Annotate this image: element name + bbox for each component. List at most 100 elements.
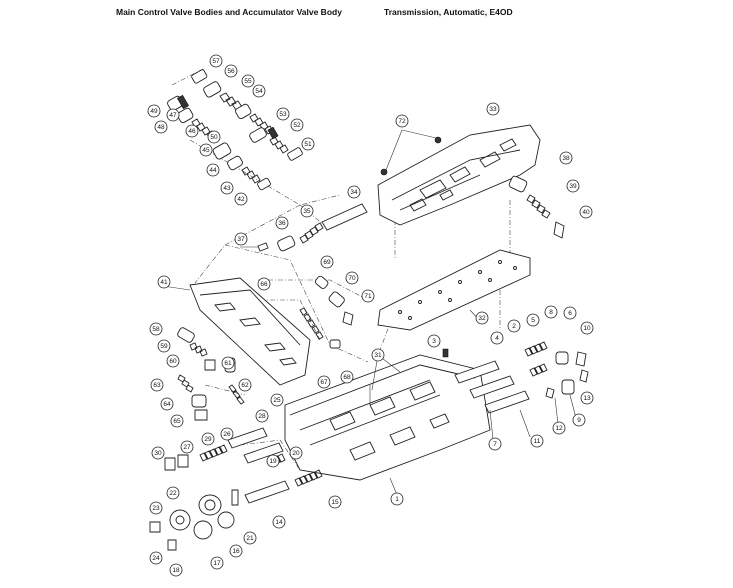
- callout-number: 42: [237, 196, 245, 203]
- callout-circle: [199, 143, 213, 157]
- callout-number: 71: [364, 293, 372, 300]
- callout-circle: [272, 515, 286, 529]
- callout-number: 36: [278, 220, 286, 227]
- callout-66: 66: [257, 277, 271, 291]
- callout-13: 13: [580, 391, 594, 405]
- callout-circle: [206, 163, 220, 177]
- callout-4: 4: [490, 331, 504, 345]
- callout-circle: [257, 277, 271, 291]
- callout-circle: [320, 255, 334, 269]
- callout-55: 55: [241, 74, 255, 88]
- callout-19: 19: [266, 454, 280, 468]
- callout-number: 60: [169, 358, 177, 365]
- callout-number: 51: [304, 141, 312, 148]
- callout-number: 32: [478, 315, 486, 322]
- callout-61: 61: [221, 356, 235, 370]
- callout-number: 57: [212, 58, 220, 65]
- callout-number: 21: [246, 535, 254, 542]
- callout-circle: [252, 84, 266, 98]
- callout-number: 38: [562, 155, 570, 162]
- callout-number: 22: [169, 490, 177, 497]
- callout-number: 29: [204, 436, 212, 443]
- callout-36: 36: [275, 216, 289, 230]
- callout-number: 35: [303, 208, 311, 215]
- callout-circle: [166, 108, 180, 122]
- callout-circle: [371, 348, 385, 362]
- callout-18: 18: [169, 563, 183, 577]
- callout-53: 53: [276, 107, 290, 121]
- callout-27: 27: [180, 440, 194, 454]
- callout-number: 69: [323, 259, 331, 266]
- callout-45: 45: [199, 143, 213, 157]
- callout-circle: [475, 311, 489, 325]
- callout-34: 34: [347, 185, 361, 199]
- upper-valve-train: [167, 69, 303, 191]
- callout-circle: [276, 107, 290, 121]
- callout-circle: [563, 306, 577, 320]
- callout-circle: [395, 114, 409, 128]
- diagram-subtitle: Transmission, Automatic, E4OD: [384, 7, 513, 17]
- callout-circle: [224, 64, 238, 78]
- callout-number: 66: [260, 281, 268, 288]
- callout-circle: [290, 118, 304, 132]
- callout-47: 47: [166, 108, 180, 122]
- callout-52: 52: [290, 118, 304, 132]
- callout-circle: [427, 334, 441, 348]
- callout-number: 65: [173, 418, 181, 425]
- callout-38: 38: [559, 151, 573, 165]
- callout-circle: [160, 397, 174, 411]
- callout-58: 58: [149, 322, 163, 336]
- callout-circle: [149, 551, 163, 565]
- callout-circle: [526, 313, 540, 327]
- callout-number: 14: [275, 519, 283, 526]
- callout-number: 1: [395, 496, 399, 503]
- callout-number: 3: [432, 338, 436, 345]
- callout-62: 62: [238, 378, 252, 392]
- callout-24: 24: [149, 551, 163, 565]
- callout-circle: [166, 486, 180, 500]
- callout-number: 58: [152, 326, 160, 333]
- callout-number: 63: [153, 382, 161, 389]
- callout-circle: [486, 102, 500, 116]
- callout-circle: [300, 204, 314, 218]
- callout-number: 52: [293, 122, 301, 129]
- callout-circle: [328, 495, 342, 509]
- callout-63: 63: [150, 378, 164, 392]
- callout-10: 10: [580, 321, 594, 335]
- callout-30: 30: [151, 446, 165, 460]
- callout-number: 8: [549, 309, 553, 316]
- callout-7: 7: [488, 437, 502, 451]
- callout-circle: [220, 181, 234, 195]
- callout-6: 6: [563, 306, 577, 320]
- valve-train-34-40: [257, 175, 565, 252]
- callout-number: 54: [255, 88, 263, 95]
- diagram-title: Main Control Valve Bodies and Accumulato…: [116, 7, 342, 17]
- callout-40: 40: [579, 205, 593, 219]
- callout-circle: [241, 74, 255, 88]
- callout-circle: [289, 446, 303, 460]
- callout-number: 50: [210, 134, 218, 141]
- callout-21: 21: [243, 531, 257, 545]
- callout-circle: [210, 556, 224, 570]
- callout-29: 29: [201, 432, 215, 446]
- callout-circle: [488, 437, 502, 451]
- callout-11: 11: [530, 434, 544, 448]
- callout-circle: [317, 375, 331, 389]
- callout-number: 13: [583, 395, 591, 402]
- callout-number: 44: [209, 167, 217, 174]
- main-valve-body: [284, 354, 491, 481]
- callout-54: 54: [252, 84, 266, 98]
- callout-41: 41: [157, 275, 171, 289]
- callout-circle: [490, 331, 504, 345]
- callout-65: 65: [170, 414, 184, 428]
- callout-number: 27: [183, 444, 191, 451]
- callout-number: 7: [493, 441, 497, 448]
- callout-circle: [580, 321, 594, 335]
- callout-circle: [154, 120, 168, 134]
- callout-2: 2: [507, 319, 521, 333]
- callout-number: 28: [258, 413, 266, 420]
- callout-circle: [157, 275, 171, 289]
- callout-50: 50: [207, 130, 221, 144]
- callout-circle: [169, 563, 183, 577]
- callout-number: 31: [374, 352, 382, 359]
